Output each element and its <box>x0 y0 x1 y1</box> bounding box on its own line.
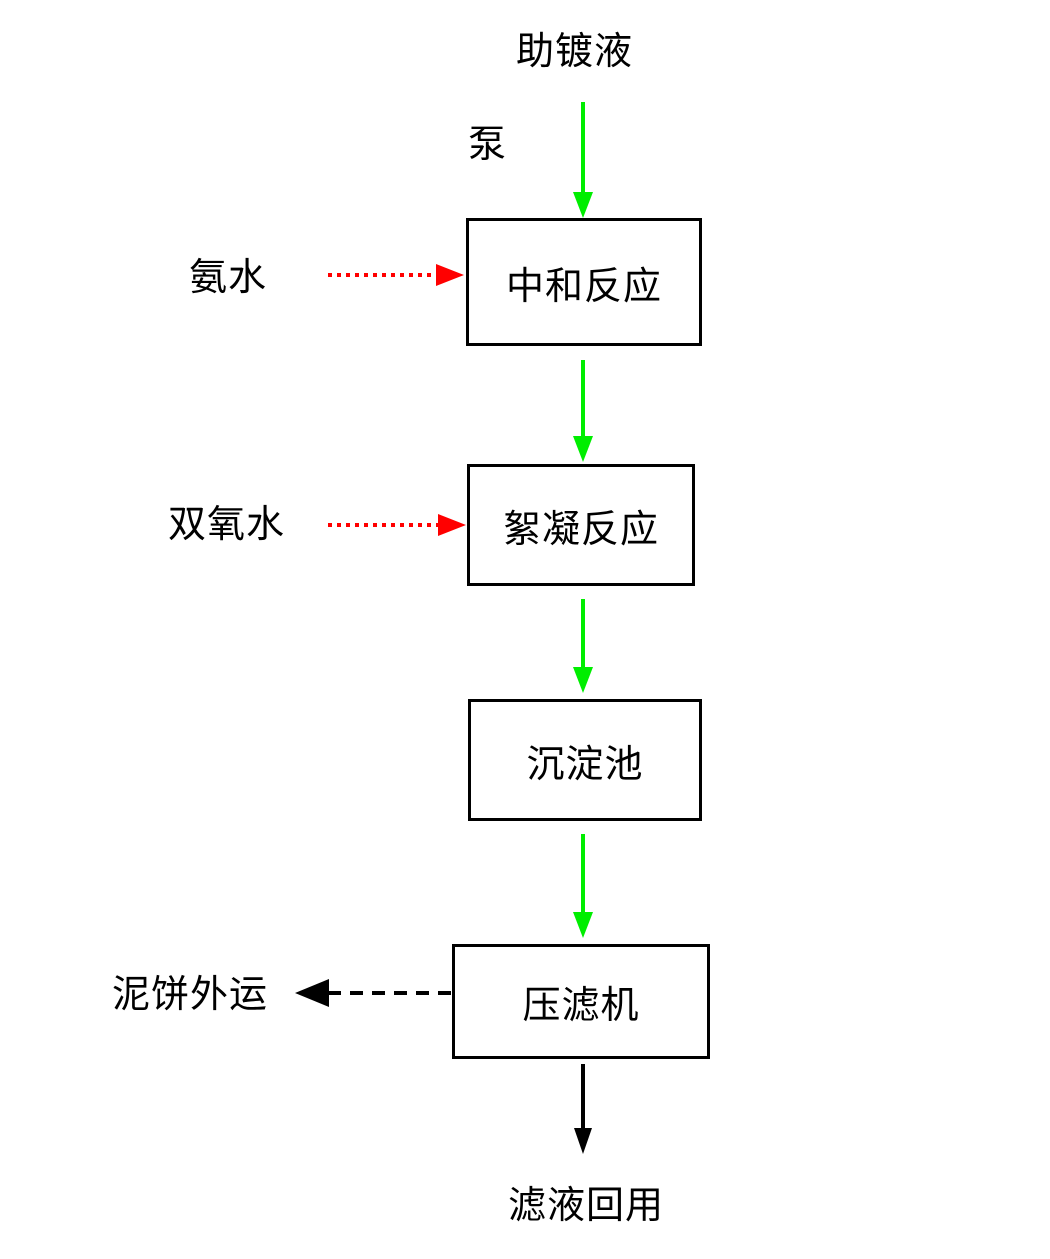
connector-filterpress-to-sludge <box>293 979 453 1007</box>
connector-sedimentation-to-filterpress <box>570 832 596 942</box>
filtrate-output-label: 滤液回用 <box>508 1183 665 1227</box>
process-node-label: 中和反应 <box>505 263 662 308</box>
reagent-label-hydrogen-peroxide: 双氧水 <box>168 502 286 546</box>
process-node-label: 沉淀池 <box>526 741 644 786</box>
process-node-filter-press[interactable]: 压滤机 <box>452 944 710 1059</box>
connector-neutralization-to-flocculation <box>570 358 596 466</box>
connector-filterpress-to-filtrate <box>570 1062 596 1158</box>
connector-ammonia-to-neutralization <box>326 262 466 288</box>
process-node-label: 压滤机 <box>522 983 640 1027</box>
sludge-output-label: 泥饼外运 <box>112 972 269 1016</box>
process-node-flocculation[interactable]: 絮凝反应 <box>467 464 695 586</box>
process-node-sedimentation[interactable]: 沉淀池 <box>468 699 702 821</box>
pump-label: 泵 <box>468 122 508 166</box>
process-node-label: 絮凝反应 <box>502 506 659 551</box>
reagent-label-ammonia: 氨水 <box>189 255 268 299</box>
connector-inlet-to-neutralization <box>570 100 596 222</box>
process-node-neutralization[interactable]: 中和反应 <box>466 218 702 346</box>
connector-peroxide-to-flocculation <box>326 512 468 538</box>
inlet-label: 助镀液 <box>516 29 634 73</box>
connector-flocculation-to-sedimentation <box>570 597 596 697</box>
